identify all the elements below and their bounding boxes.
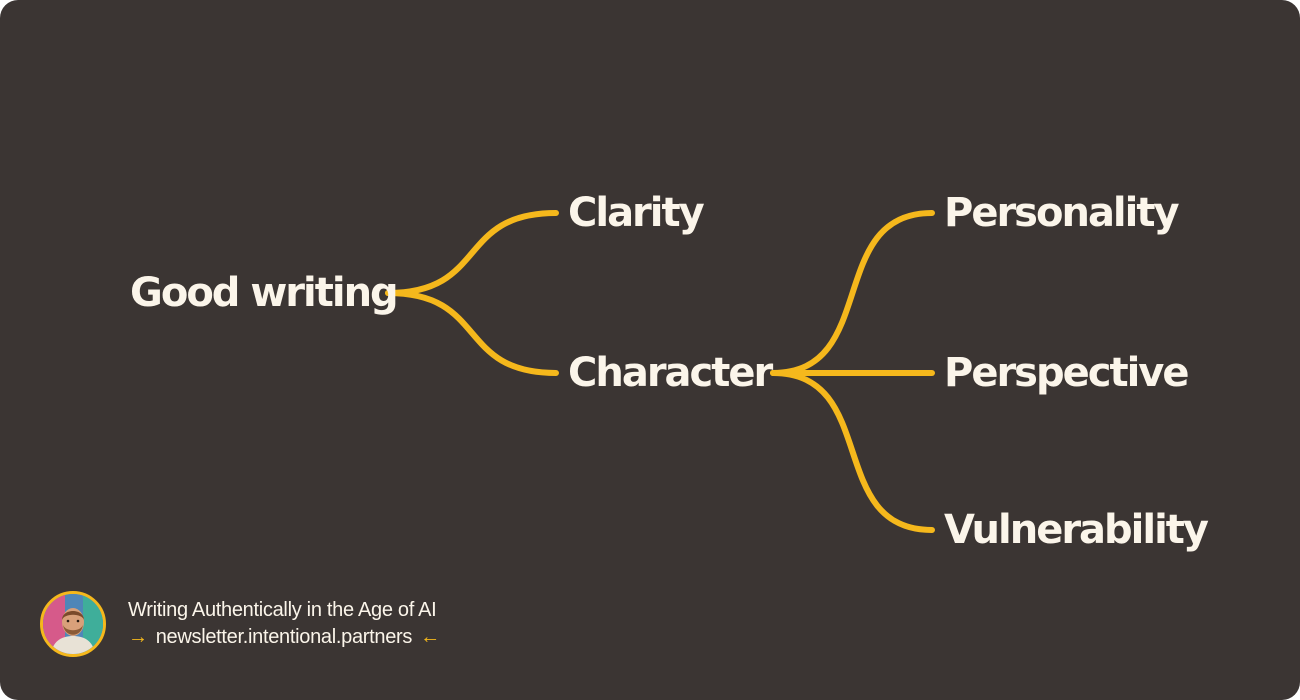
node-good-writing: Good writing [130, 270, 399, 316]
arrow-left-icon: ← [420, 626, 440, 648]
connector-good-writing-clarity [385, 210, 559, 296]
avatar-portrait-icon [43, 594, 103, 654]
connector-character-personality [770, 210, 935, 376]
arrow-right-icon: → [128, 626, 148, 648]
node-character: Character [568, 350, 773, 396]
node-vulnerability: Vulnerability [944, 507, 1209, 553]
avatar [40, 591, 106, 657]
connector-good-writing-character [385, 290, 559, 376]
footer-text: Writing Authentically in the Age of AI →… [128, 597, 440, 651]
footer-link-row: → newsletter.intentional.partners ← [128, 623, 440, 651]
footer-title: Writing Authentically in the Age of AI [128, 599, 437, 621]
node-personality: Personality [944, 190, 1180, 236]
node-perspective: Perspective [944, 350, 1189, 396]
footer: Writing Authentically in the Age of AI →… [40, 588, 440, 660]
node-clarity: Clarity [568, 190, 705, 236]
connector-character-vulnerability [770, 370, 935, 533]
newsletter-link[interactable]: newsletter.intentional.partners [155, 626, 413, 648]
